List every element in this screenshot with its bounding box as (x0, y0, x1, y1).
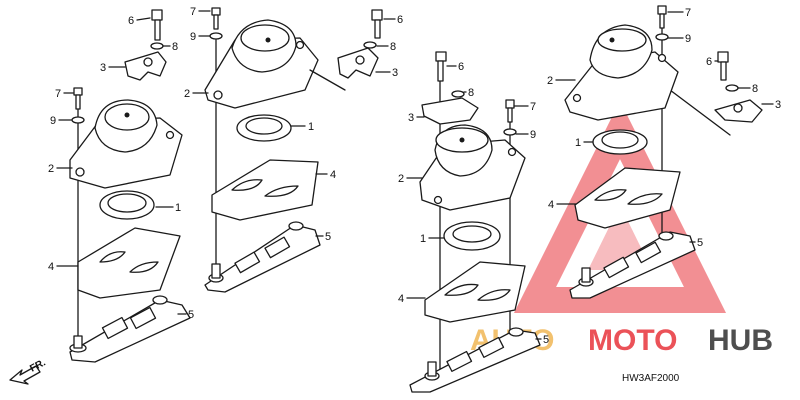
callout-label: 3 (775, 99, 781, 111)
callout-label: 6 (706, 56, 712, 68)
assembly-center-left (204, 7, 321, 293)
callout-label: 8 (390, 41, 396, 53)
callout-label: 2 (184, 88, 190, 100)
callout-label: 8 (752, 83, 758, 95)
callout-label: 4 (330, 169, 336, 181)
callout-label: 9 (685, 33, 691, 45)
callout-label: 9 (50, 115, 56, 127)
callout-label: 5 (325, 231, 331, 243)
callout-label: 3 (392, 67, 398, 79)
callout-label: 8 (468, 87, 474, 99)
callout-label: 7 (55, 88, 61, 100)
callout-label: 7 (530, 101, 536, 113)
watermark-text-hub: HUB (708, 324, 773, 357)
callout-label: 6 (397, 14, 403, 26)
assembly-left (69, 9, 191, 363)
callouts-center-right: 6 8 3 7 9 2 1 4 5 (398, 61, 549, 346)
callout-label: 1 (175, 202, 181, 214)
callout-label: 5 (543, 334, 549, 346)
callout-label: 5 (188, 309, 194, 321)
watermark-text-moto: MOTO (588, 324, 677, 357)
assembly-right (564, 5, 763, 299)
callout-label: 2 (547, 75, 553, 87)
callout-label: 2 (398, 173, 404, 185)
callout-label: 1 (575, 137, 581, 149)
callouts-left: 6 8 3 7 9 2 1 4 5 (48, 15, 194, 321)
arrow-icon (9, 365, 41, 385)
callout-label: 1 (308, 121, 314, 133)
diagram-code: HW3AF2000 (622, 373, 680, 384)
front-direction-arrow: FR. (9, 357, 48, 385)
callout-label: 3 (100, 62, 106, 74)
callout-label: 5 (697, 237, 703, 249)
callout-label: 6 (128, 15, 134, 27)
callout-label: 4 (398, 293, 404, 305)
assembly-center-right (409, 51, 541, 393)
front-direction-label: FR. (28, 357, 48, 374)
callout-label: 3 (408, 112, 414, 124)
callout-label: 9 (190, 31, 196, 43)
callout-label: 6 (458, 61, 464, 73)
callout-label: 4 (48, 261, 54, 273)
callout-label: 9 (530, 129, 536, 141)
callouts-bracket-right-of-center: 6 8 3 (375, 14, 403, 79)
callouts-right: 7 9 2 1 4 5 6 8 3 (547, 7, 781, 249)
bolt-icon (73, 87, 83, 110)
callout-label: 7 (685, 7, 691, 19)
callout-label: 2 (48, 163, 54, 175)
callout-label: 8 (172, 41, 178, 53)
callouts-center-left: 7 9 2 1 4 5 (184, 6, 336, 243)
callout-label: 4 (548, 199, 554, 211)
assembly-bracket-right-of-center (309, 9, 383, 91)
callout-label: 1 (420, 233, 426, 245)
callout-label: 7 (190, 6, 196, 18)
